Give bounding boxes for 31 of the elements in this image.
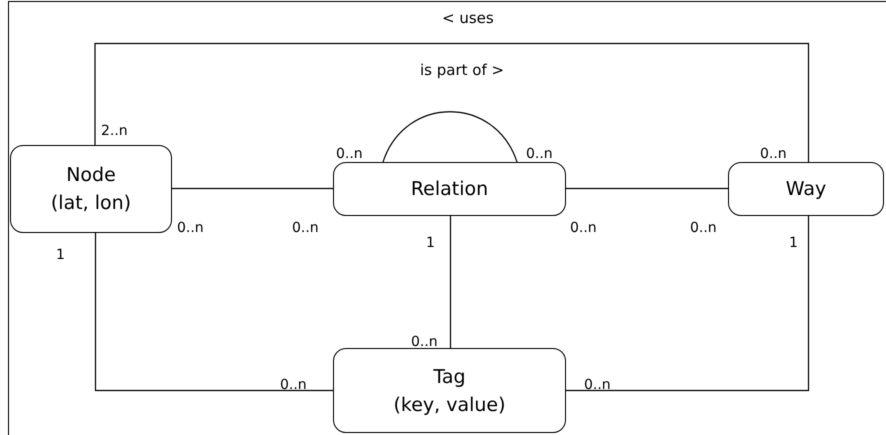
- entity-box: [728, 162, 884, 216]
- entity-name: Node: [66, 163, 116, 188]
- entity-name: (lat, lon): [50, 191, 132, 216]
- cardinality-label: 2..n: [101, 123, 128, 139]
- entity-box: [333, 162, 566, 216]
- entity-name: Way: [786, 177, 826, 202]
- cardinality-label: 0..n: [690, 220, 717, 236]
- relationship-line: [94, 42, 810, 162]
- cardinality-label: 0..n: [280, 377, 307, 393]
- entity-box: [333, 348, 566, 433]
- cardinality-label: 0..n: [570, 220, 597, 236]
- relationship-line: [566, 216, 810, 392]
- relationship-line: [450, 216, 452, 348]
- cardinality-label: 0..n: [584, 377, 611, 393]
- cardinality-label: 0..n: [411, 334, 438, 350]
- relationship-line: [172, 188, 333, 190]
- cardinality-label: 0..n: [177, 220, 204, 236]
- entity-name: Relation: [410, 177, 488, 202]
- relationship-line: [94, 233, 333, 392]
- cardinality-label: 1: [789, 235, 798, 251]
- cardinality-label: 0..n: [292, 220, 319, 236]
- relationship-line: [566, 188, 728, 190]
- relationship-line: [382, 111, 518, 162]
- cardinality-label: 0..n: [336, 146, 363, 162]
- entity-box: [10, 145, 172, 233]
- cardinality-label: 0..n: [760, 146, 787, 162]
- cardinality-label: 1: [426, 235, 435, 251]
- cardinality-label: 0..n: [526, 146, 553, 162]
- cardinality-label: 1: [56, 247, 65, 263]
- entity-name: Tag: [433, 364, 466, 390]
- entity-name: (key, value): [393, 392, 506, 418]
